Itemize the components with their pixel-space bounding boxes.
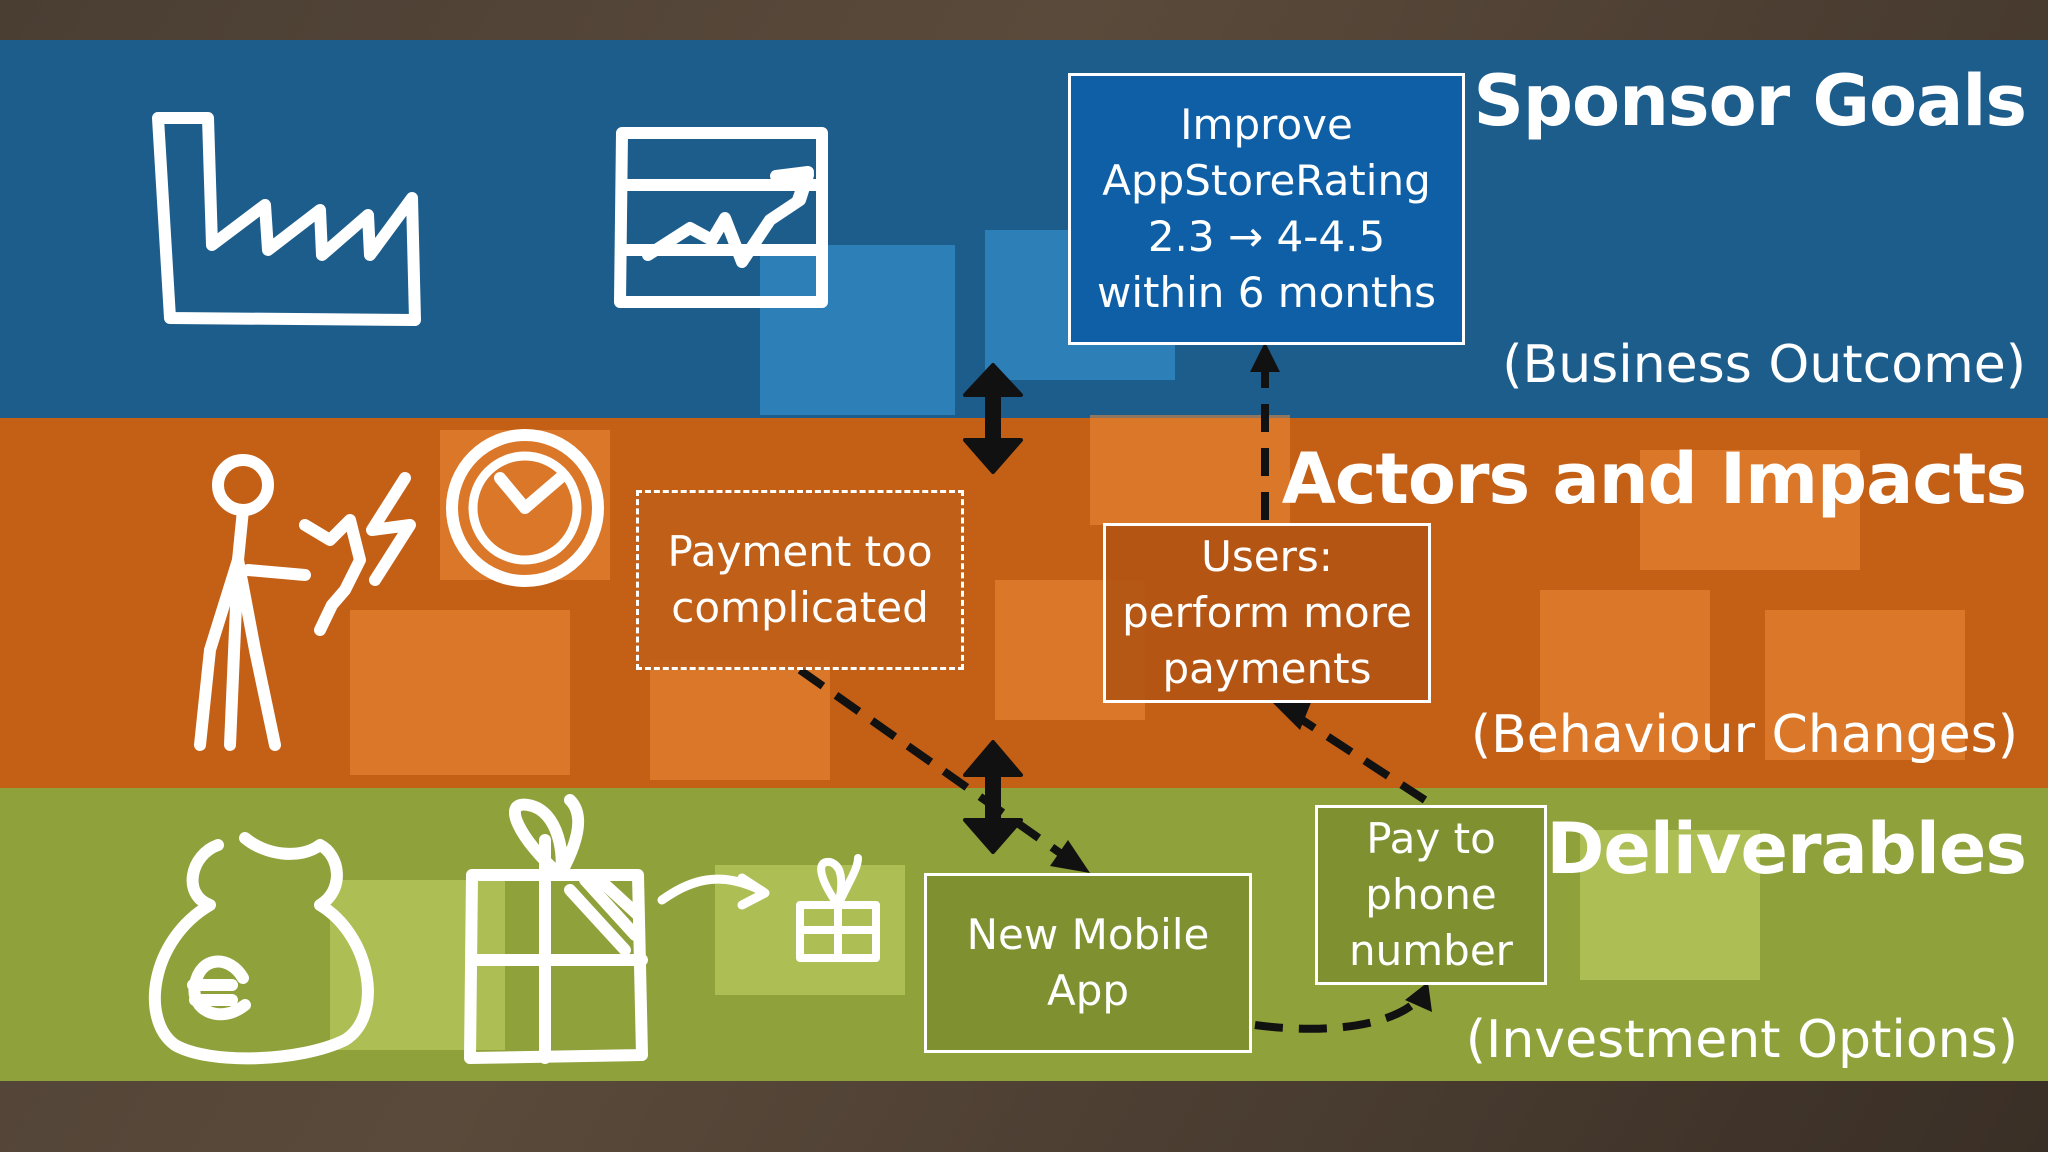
goal-line-2: AppStoreRating (1102, 156, 1431, 205)
payment-issue-line-1: Payment too (667, 527, 933, 576)
background-sticky-note (1640, 450, 1860, 570)
users-impact-line-1: Users: (1201, 532, 1333, 581)
goal-line-4: within 6 months (1096, 268, 1436, 317)
background-sticky-note (440, 430, 610, 580)
background-sticky-note (350, 610, 570, 775)
mobile-app-line-1: New Mobile (966, 910, 1210, 959)
background-sticky-note (1540, 590, 1710, 760)
payment-issue-line-2: complicated (671, 583, 929, 632)
background-sticky-note (650, 660, 830, 780)
background-sticky-note (1765, 610, 1965, 760)
background-sticky-note (330, 880, 505, 1050)
background-sticky-note (1090, 415, 1290, 525)
background-sticky-note (1580, 830, 1760, 980)
goal-line-3: 2.3 → 4-4.5 (1147, 212, 1386, 261)
band-title-actors-impacts: Actors and Impacts (1281, 438, 2027, 520)
pay-phone-box: Pay to phone number (1315, 805, 1547, 985)
pay-phone-line-2: phone (1365, 870, 1497, 919)
band-subtitle-business-outcome: (Business Outcome) (1502, 335, 2026, 395)
pay-phone-line-1: Pay to (1366, 814, 1496, 863)
pay-phone-line-3: number (1349, 926, 1513, 975)
background-sticky-note (715, 865, 905, 995)
mobile-app-box: New Mobile App (924, 873, 1252, 1053)
band-subtitle-investment-options: (Investment Options) (1465, 1010, 2018, 1070)
users-impact-line-3: payments (1162, 644, 1372, 693)
users-impact-box: Users: perform more payments (1103, 523, 1431, 703)
band-title-deliverables: Deliverables (1546, 808, 2027, 890)
payment-issue-box: Payment too complicated (636, 490, 964, 670)
goal-line-1: Improve (1180, 100, 1353, 149)
users-impact-line-2: perform more (1122, 588, 1412, 637)
band-title-sponsor-goals: Sponsor Goals (1473, 60, 2027, 142)
goal-box: Improve AppStoreRating 2.3 → 4-4.5 withi… (1068, 73, 1465, 345)
mobile-app-line-2: App (1046, 966, 1130, 1015)
band-subtitle-behaviour-changes: (Behaviour Changes) (1470, 705, 2018, 765)
background-sticky-note (760, 245, 955, 415)
